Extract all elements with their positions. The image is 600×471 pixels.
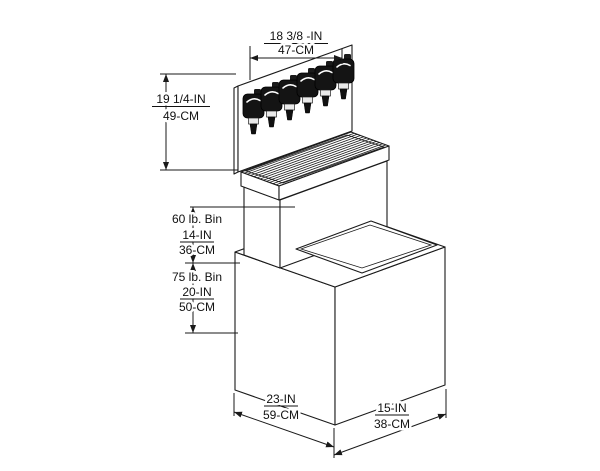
tray-right-face [278,145,390,201]
grate-slats [244,132,387,186]
lid-inner [299,224,433,269]
dim-base-depth-in: 15-IN [377,401,406,415]
bin-60-label: 60 lb. Bin [172,212,222,226]
drip-tray [240,131,390,201]
grate-border [244,134,386,184]
dim-base-width: 23-IN 59-CM [233,390,335,458]
bin-75-label: 75 lb. Bin [172,270,222,284]
dim-top-width-in: 18 3/8 -IN [270,29,323,43]
dim-bin-60-cm: 36-CM [179,243,215,257]
dim-bin-75: 75 lb. Bin 20-IN 50-CM [169,263,238,334]
dim-tower-height-cm: 49-CM [163,109,199,123]
ice-bin-lid [295,220,438,274]
dim-bin-60-in: 14-IN [182,228,211,242]
dim-bin-75-cm: 50-CM [179,300,215,314]
tower-side-edge [233,85,239,175]
dimension-line [233,411,335,448]
dim-top-width: 18 3/8 -IN 47-CM [249,27,343,80]
dim-base-depth-cm: 38-CM [374,417,410,431]
dim-tower-height: 19 1/4-IN 49-CM [152,73,238,171]
pedestal-left-face [243,186,281,269]
dim-bin-60: 60 lb. Bin 14-IN 36-CM [169,206,295,264]
dim-bin-75-in: 20-IN [182,285,211,299]
dim-base-width-in: 23-IN [266,392,295,406]
dimension-line [333,413,447,456]
dim-base-depth: 15-IN 38-CM [333,389,447,456]
dim-top-width-cm: 47-CM [278,43,314,57]
dim-tower-height-in: 19 1/4-IN [156,92,205,106]
dim-base-width-cm: 59-CM [263,408,299,422]
